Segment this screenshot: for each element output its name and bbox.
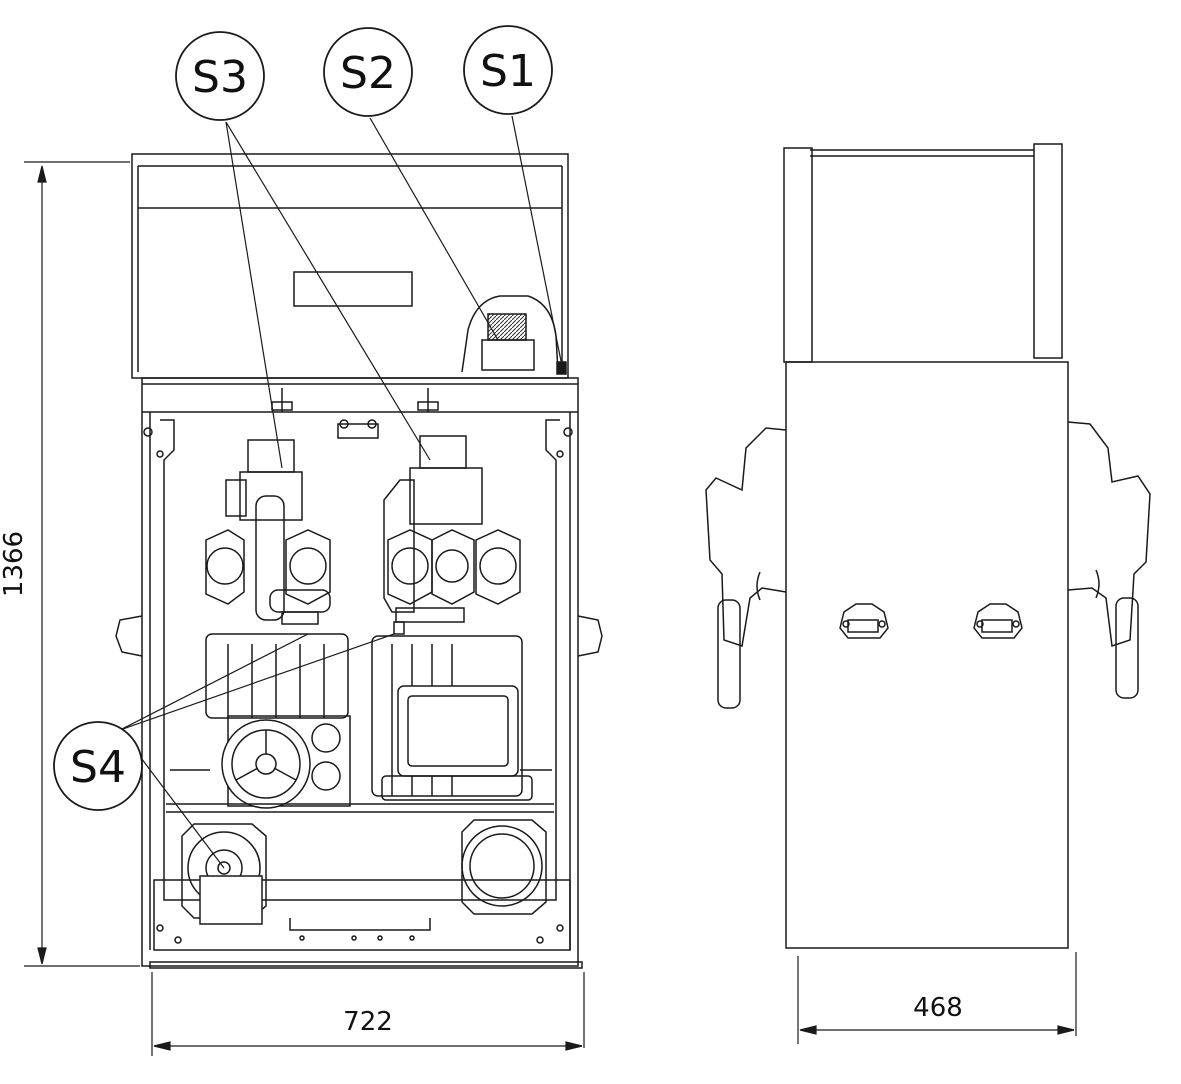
- motor-junction-box: [397, 685, 519, 777]
- dimension-lines: [24, 161, 1077, 1056]
- nozzle-holder-left: [839, 603, 889, 639]
- callout-s4-label: S4: [70, 742, 126, 793]
- left-nozzle: [705, 427, 787, 709]
- side-width-dimension-label: 468: [913, 993, 963, 1023]
- bottom-meters: [181, 819, 547, 941]
- height-dimension-label: 1366: [0, 531, 29, 597]
- callout-s2-label: S2: [340, 48, 396, 99]
- pump-section: [166, 633, 554, 813]
- front-width-dimension-label: 722: [343, 1007, 393, 1037]
- callout-s1-label: S1: [480, 46, 536, 97]
- callout-s1: S1: [463, 25, 553, 115]
- display-window: [293, 271, 413, 307]
- side-view: [705, 143, 1151, 949]
- front-view: [115, 153, 603, 969]
- right-valve-assembly: [383, 435, 521, 635]
- main-cabinet: [115, 377, 603, 969]
- meter-box: [199, 875, 263, 925]
- s2-base: [481, 339, 535, 371]
- side-post-right: [1033, 143, 1063, 359]
- bracket: [337, 423, 379, 439]
- callout-s4: S4: [53, 721, 143, 811]
- left-valve-assembly: [205, 439, 331, 625]
- callout-s3-label: S3: [192, 52, 248, 103]
- pulley: [221, 719, 311, 809]
- s2-component: [487, 313, 527, 341]
- callout-leaders: [119, 115, 563, 869]
- display-housing: [131, 153, 569, 379]
- callout-s3: S3: [175, 31, 265, 121]
- right-nozzle: [1067, 421, 1151, 699]
- side-cabinet: [785, 361, 1069, 949]
- nozzle-holder-right: [973, 603, 1023, 639]
- side-post-left: [783, 147, 813, 363]
- right-handle: [577, 615, 603, 657]
- callout-s2: S2: [323, 27, 413, 117]
- left-handle: [115, 615, 143, 657]
